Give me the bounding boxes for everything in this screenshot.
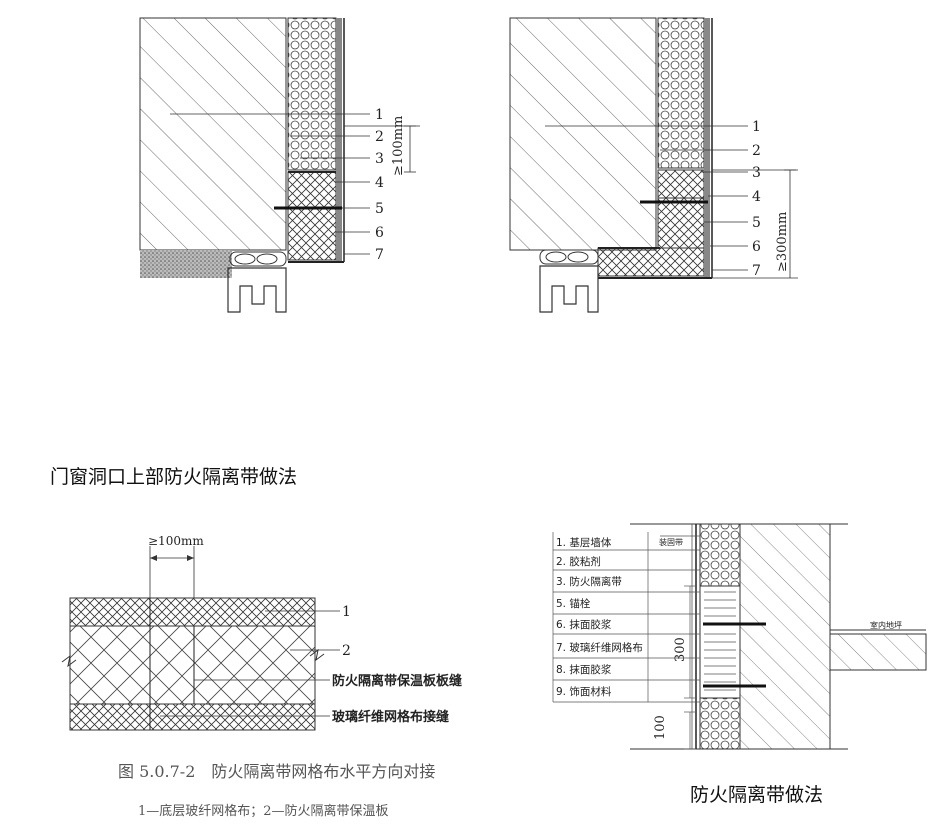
fig3-mesh-joint-detail: ≥100mm 1 2 防火隔离带保温板板缝 玻璃纤维网格布接缝 bbox=[61, 534, 462, 731]
fig1-label-1: 1 bbox=[375, 107, 384, 123]
fig4-dimension-100: 100 bbox=[653, 715, 668, 740]
fig1-label-6: 6 bbox=[375, 225, 384, 241]
fig1-label-2: 2 bbox=[375, 129, 384, 145]
fig2-window-head-detail: 1 2 3 4 5 6 7 ≥300mm bbox=[509, 17, 798, 313]
fig2-label-7: 7 bbox=[752, 263, 761, 279]
fig4-legend-6: 6. 抹面胶浆 bbox=[556, 618, 612, 631]
fig4-legend-2: 2. 胶粘剂 bbox=[556, 555, 601, 568]
fig4-firebreak-section: 1. 基层墙体 2. 胶粘剂 3. 防火隔离带 5. 锚栓 6. 抹面胶浆 7.… bbox=[552, 523, 927, 750]
fig2-label-4: 4 bbox=[752, 189, 761, 205]
fig2-dimension: ≥300mm bbox=[775, 212, 790, 272]
caption-window-head: 门窗洞口上部防火隔离带做法 bbox=[50, 466, 298, 488]
fig4-tag-top: 装固带 bbox=[659, 537, 683, 547]
fig3-title: 图 5.0.7-2 防火隔离带网格布水平方向对接 bbox=[118, 762, 436, 781]
fig1-label-7: 7 bbox=[375, 247, 384, 263]
fig3-label-2: 2 bbox=[342, 643, 351, 659]
fig4-legend-1: 1. 基层墙体 bbox=[556, 536, 612, 549]
fig2-label-2: 2 bbox=[752, 143, 761, 159]
fig4-legend-8: 8. 抹面胶浆 bbox=[556, 663, 612, 676]
fig3-dimension: ≥100mm bbox=[148, 534, 204, 548]
fig2-label-6: 6 bbox=[752, 239, 761, 255]
fig4-legend-5: 5. 锚栓 bbox=[556, 597, 591, 610]
fig1-window-head-detail: 1 2 3 4 5 6 7 ≥100mm bbox=[139, 17, 420, 313]
fig4-dimension-300: 300 bbox=[673, 637, 688, 662]
fig1-label-3: 3 bbox=[375, 151, 384, 167]
caption-firebreak: 防火隔离带做法 bbox=[690, 784, 824, 806]
fig3-subtitle: 1—底层玻纤网格布；2—防火隔离带保温板 bbox=[138, 804, 389, 819]
fig4-legend-7: 7. 玻璃纤维网格布 bbox=[556, 641, 643, 654]
fig1-dimension: ≥100mm bbox=[391, 116, 406, 176]
fig3-note-mesh-joint: 玻璃纤维网格布接缝 bbox=[332, 709, 449, 725]
fig1-label-4: 4 bbox=[375, 175, 384, 191]
fig3-label-1: 1 bbox=[342, 604, 351, 620]
fig4-legend-3: 3. 防火隔离带 bbox=[556, 575, 622, 588]
fig3-note-board-joint: 防火隔离带保温板板缝 bbox=[332, 673, 462, 689]
fig4-tag-floor: 室内地坪 bbox=[870, 620, 902, 630]
fig4-legend-9: 9. 饰面材料 bbox=[556, 685, 612, 698]
fig2-label-3: 3 bbox=[752, 165, 761, 181]
fig1-label-5: 5 bbox=[375, 201, 384, 217]
fig2-label-5: 5 bbox=[752, 215, 761, 231]
fig2-label-1: 1 bbox=[752, 119, 761, 135]
